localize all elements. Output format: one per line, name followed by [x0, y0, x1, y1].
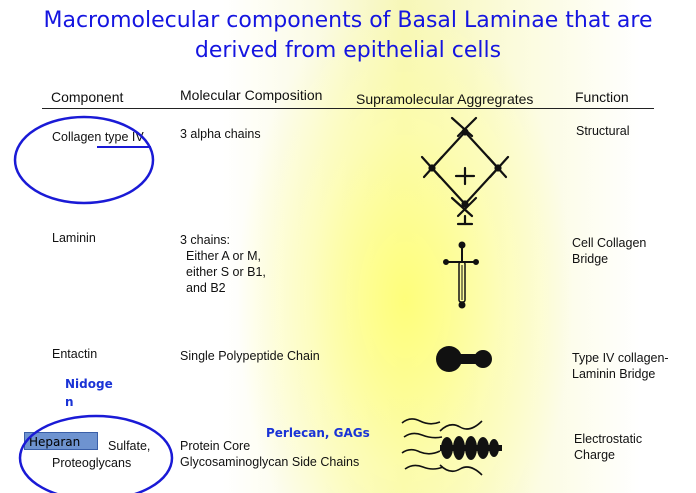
title-line-2: derived from epithelial cells [194, 38, 502, 63]
header-rule [42, 108, 654, 109]
perlecan-annotation: Perlecan, GAGs [266, 426, 370, 440]
heparan-label: Heparan [24, 432, 98, 450]
nidogen-annotation: Nidoge n [65, 375, 113, 411]
nidogen-line-2: n [65, 395, 74, 409]
proteoglycan-brush-icon [401, 418, 502, 476]
row-proteoglycan-component-1: Sulfate, [108, 439, 151, 453]
entactin-dumbbell-icon [436, 346, 492, 372]
row-proteoglycan-component-2: Proteoglycans [52, 456, 132, 470]
laminin-composition-line-1: 3 chains: [180, 233, 231, 247]
collagen-network-icon [420, 116, 510, 226]
header-supramolecular-aggregates: Supramolecular Aggregrates [356, 91, 534, 107]
laminin-composition-line-3: either S or B1, [186, 265, 266, 279]
collagen-circle-annotation [13, 115, 155, 205]
header-component: Component [51, 89, 124, 105]
entactin-function-line-2: Laminin Bridge [572, 367, 656, 381]
proteoglycan-function-line-1: Electrostatic [574, 432, 643, 446]
row-laminin-composition: 3 chains: Either A or M, either S or B1,… [180, 232, 266, 296]
row-laminin-function: Cell Collagen Bridge [572, 235, 646, 267]
row-collagen-composition: 3 alpha chains [180, 127, 261, 141]
laminin-function-line-2: Bridge [572, 252, 609, 266]
proteoglycan-function-line-2: Charge [574, 448, 615, 462]
entactin-function-line-1: Type IV collagen- [572, 351, 669, 365]
laminin-composition-line-2: Either A or M, [186, 249, 262, 263]
header-function: Function [575, 89, 629, 105]
nidogen-line-1: Nidoge [65, 377, 113, 391]
laminin-function-line-1: Cell Collagen [572, 236, 647, 250]
header-molecular-composition: Molecular Composition [180, 87, 323, 103]
proteoglycan-circle-annotation [18, 414, 174, 493]
title-line-1: Macromolecular components of Basal Lamin… [43, 8, 653, 33]
row-collagen-component: Collagen type IV [52, 130, 144, 144]
row-proteoglycan-function: Electrostatic Charge [574, 431, 642, 463]
row-proteoglycan-composition: Protein Core Glycosaminoglycan Side Chai… [180, 438, 359, 470]
row-laminin-component: Laminin [52, 231, 96, 245]
laminin-cross-icon [443, 241, 479, 309]
proteoglycan-composition-line-1: Protein Core [180, 439, 251, 453]
row-entactin-function: Type IV collagen- Laminin Bridge [572, 350, 669, 382]
slide-title: Macromolecular components of Basal Lamin… [0, 6, 696, 66]
proteoglycan-composition-line-2: Glycosaminoglycan Side Chains [180, 455, 360, 469]
row-collagen-function: Structural [576, 124, 630, 138]
laminin-composition-line-4: and B2 [186, 281, 226, 295]
row-entactin-composition: Single Polypeptide Chain [180, 349, 320, 363]
row-entactin-component: Entactin [52, 347, 98, 361]
